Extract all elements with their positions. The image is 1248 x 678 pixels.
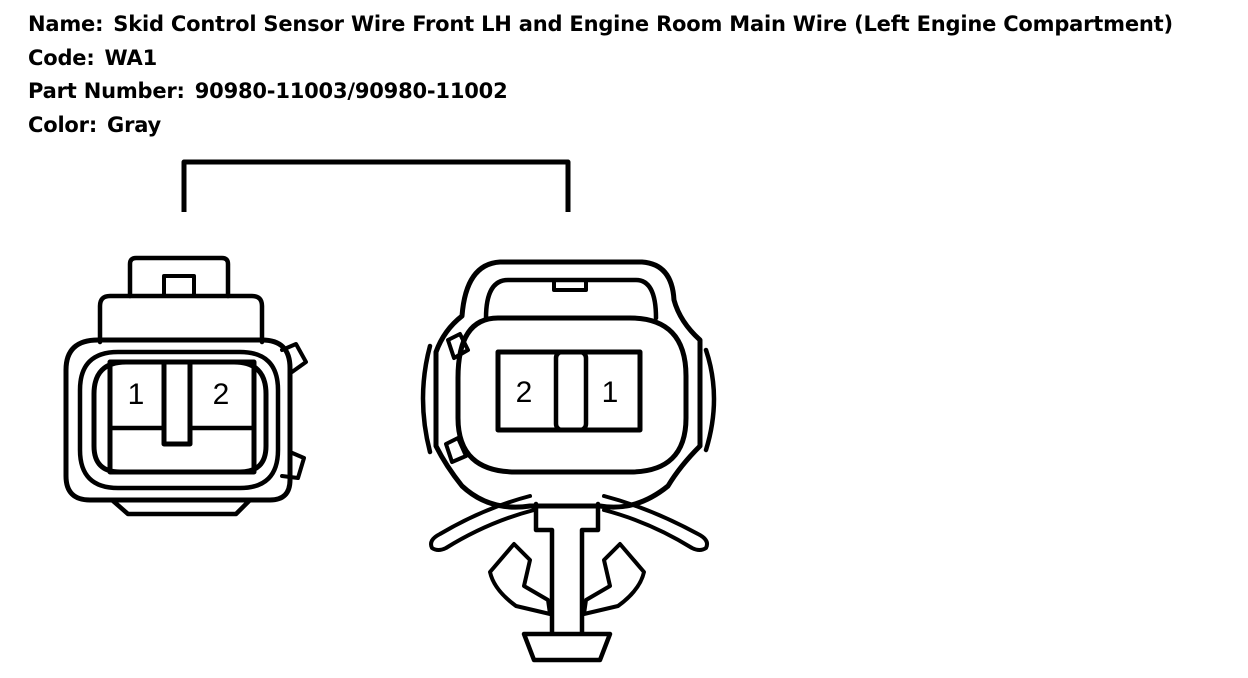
right-cavity — [455, 315, 689, 475]
left-lock-tab — [127, 255, 231, 299]
connection-bracket — [181, 159, 571, 212]
right-connector — [420, 259, 717, 663]
left-center-key — [161, 359, 193, 447]
right-clip-barb-left — [488, 542, 552, 616]
name-label: Name: — [28, 12, 104, 36]
left-side-latch-bottom — [280, 450, 306, 480]
part-number-row: Part Number: 90980-11003/90980-11002 — [28, 75, 1173, 109]
right-clip-wing-left — [429, 494, 536, 552]
name-row: Name: Skid Control Sensor Wire Front LH a… — [28, 8, 1173, 42]
right-clip-tip — [521, 631, 613, 663]
left-inner-ring — [77, 349, 281, 491]
left-connector — [63, 255, 308, 517]
part-number-value: 90980-11003/90980-11002 — [194, 79, 508, 103]
right-left-tab-bottom — [444, 436, 468, 464]
right-left-tab-top — [446, 332, 470, 360]
right-pin-1-label: 1 — [602, 376, 619, 409]
left-side-latch-top — [280, 342, 308, 374]
code-value: WA1 — [104, 45, 158, 70]
right-right-rib — [703, 347, 717, 453]
color-value: Gray — [107, 112, 162, 137]
right-left-rib — [420, 343, 433, 455]
color-label: Color: — [28, 112, 98, 137]
color-row: Color: Gray — [28, 109, 1173, 143]
right-outer-housing — [433, 259, 703, 510]
left-lock-slot — [162, 274, 196, 298]
name-value: Skid Control Sensor Wire Front LH and En… — [113, 12, 1173, 36]
right-clip-wing-right — [602, 494, 709, 552]
right-center-key — [553, 349, 589, 433]
left-pin-2-label: 2 — [213, 378, 230, 411]
left-outer-housing — [63, 337, 293, 503]
right-top-latch — [483, 277, 659, 321]
code-row: Code: WA1 — [28, 42, 1173, 76]
connector-info: Name: Skid Control Sensor Wire Front LH a… — [28, 8, 1173, 142]
right-clip-stem — [533, 501, 601, 635]
part-number-label: Part Number: — [28, 79, 185, 103]
left-shoulder — [97, 293, 265, 345]
right-latch-slot — [552, 278, 588, 292]
right-pin-2-label: 2 — [516, 376, 533, 409]
right-clip-barb-right — [582, 542, 646, 616]
left-cavity — [91, 359, 269, 475]
left-bottom-step — [109, 497, 253, 517]
left-pin-1-label: 1 — [128, 378, 145, 411]
code-label: Code: — [28, 45, 95, 70]
left-pin-frame — [107, 359, 257, 475]
